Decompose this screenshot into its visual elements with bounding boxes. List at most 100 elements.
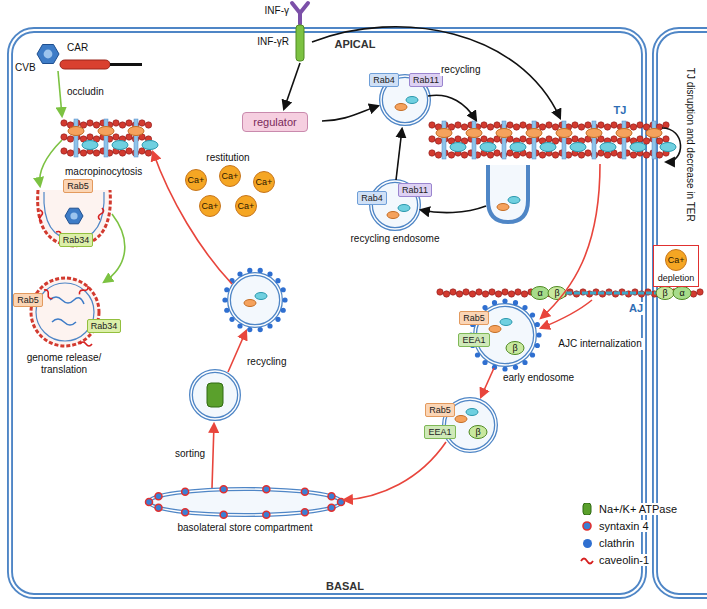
clathrin-dot	[522, 360, 527, 365]
actin-bead	[145, 150, 151, 156]
legend-swatch	[580, 554, 594, 566]
arrow-line	[481, 368, 494, 397]
text-label: TJ disruption and decrease in TER	[684, 67, 696, 223]
text-label: recycling endosome	[350, 233, 441, 245]
clathrin-dot	[275, 278, 280, 283]
tj-protein	[480, 143, 496, 152]
actin-bead	[437, 289, 443, 295]
text-label: CAR	[66, 42, 89, 54]
viral-genome	[50, 297, 84, 325]
actin-bead	[450, 289, 456, 295]
clathrin-dot	[258, 327, 263, 332]
legend-row: Na+/K+ ATPase	[580, 503, 678, 515]
clathrin-dot	[492, 300, 497, 305]
tj-fragment	[508, 197, 520, 204]
actin-bead	[578, 124, 584, 130]
legend-swatch	[580, 503, 594, 515]
actin-bead	[61, 134, 67, 140]
syntaxin-dot	[155, 493, 162, 500]
syntaxin-dot	[263, 486, 270, 493]
text-label: occludin	[66, 86, 105, 98]
actin-bead	[429, 136, 435, 142]
calcium-ion: Ca+	[219, 165, 241, 187]
actin-bead	[494, 150, 500, 156]
actin-bead	[552, 124, 558, 130]
actin-bead	[93, 150, 99, 156]
tj-protein	[660, 143, 676, 152]
alpha-catenin	[673, 287, 691, 300]
arrow-line	[428, 95, 476, 120]
actin-bead	[443, 291, 449, 297]
rab-tag: Rab34	[87, 319, 122, 333]
clathrin-dot	[535, 322, 540, 327]
actin-bead	[565, 152, 571, 158]
syntaxin-dot	[338, 499, 345, 506]
node-text: Rab4	[373, 75, 395, 85]
node-text: EEA1	[428, 427, 451, 437]
text-label: AJ	[628, 302, 644, 315]
actin-bead	[87, 120, 93, 126]
arrow-line	[541, 164, 600, 318]
tj-protein	[128, 127, 144, 136]
node-text: Rab5	[429, 405, 451, 415]
syntaxin-sample	[583, 522, 591, 530]
occludin-strand	[532, 121, 536, 159]
tj-fragment	[497, 204, 509, 211]
protein-symbol: α	[536, 288, 543, 298]
legend-row: syntaxin 4	[580, 520, 650, 532]
tj-protein	[600, 143, 616, 152]
actin-bead	[481, 122, 487, 128]
syntaxin-dot	[155, 504, 162, 511]
arrow-line	[396, 129, 402, 180]
clathrin-dot	[281, 287, 286, 292]
node-text: EEA1	[462, 335, 485, 345]
actin-bead	[578, 152, 584, 158]
occludin-strand	[134, 119, 138, 157]
calcium-ion: Ca+	[235, 195, 257, 217]
arrow-line	[322, 106, 378, 121]
node-text: Ca+	[238, 201, 255, 211]
tj-fragment	[395, 104, 407, 111]
protein-symbol: β	[474, 427, 481, 437]
actin-bead	[508, 291, 514, 297]
rab-tag: Rab5	[13, 293, 43, 307]
clathrin-dot	[247, 327, 252, 332]
actin-bead	[507, 122, 513, 128]
protein-symbol: α	[678, 288, 685, 298]
arrow-line	[212, 424, 214, 488]
node-text: Ca+	[202, 201, 219, 211]
actin-bead	[697, 289, 703, 295]
release-vesicle-membrane	[36, 283, 94, 341]
legend-text: caveolin-1	[598, 554, 650, 566]
occludin-strand	[472, 121, 476, 159]
text-label: TJ	[613, 104, 628, 117]
protein-symbol: β	[553, 288, 560, 298]
syntaxin-dot	[220, 486, 227, 493]
actin-bead	[489, 289, 495, 295]
syntaxin-dot	[146, 499, 153, 506]
actin-bead	[481, 136, 487, 142]
clathrin-dot	[237, 271, 242, 276]
actin-bead	[455, 122, 461, 128]
endocytic-pit	[488, 165, 528, 222]
clathrin-dot	[513, 365, 518, 370]
node-text: Ca+	[188, 175, 205, 185]
calcium-ion: Ca+	[199, 195, 221, 217]
tj-protein	[496, 129, 512, 138]
clathrin-dot	[513, 300, 518, 305]
clathrin-dot	[530, 352, 535, 357]
actin-bead	[515, 289, 521, 295]
car-receptor	[60, 60, 110, 69]
actin-bead	[482, 291, 488, 297]
legend-text: syntaxin 4	[598, 520, 650, 532]
vesicle-inner	[229, 274, 281, 326]
actin-bead	[656, 152, 662, 158]
rab-tag: Rab11	[409, 73, 443, 87]
actin-bead	[539, 152, 545, 158]
vesicle	[191, 371, 239, 419]
tj-fragment	[255, 293, 267, 300]
actin-bead	[495, 291, 501, 297]
cadherin	[566, 292, 656, 295]
actin-bead	[630, 152, 636, 158]
